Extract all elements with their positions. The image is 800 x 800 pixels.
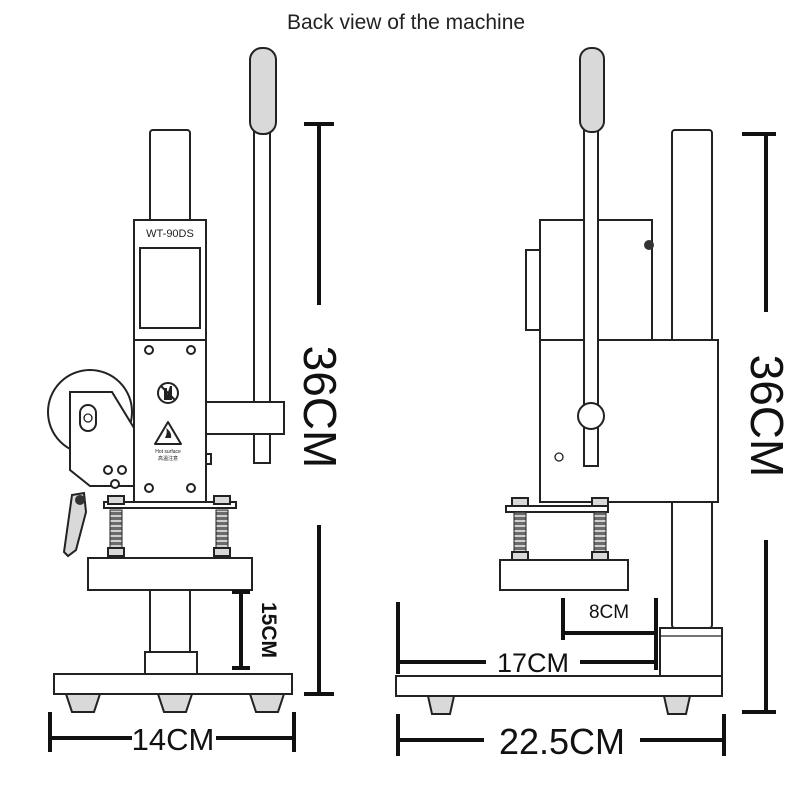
right-foot-2 xyxy=(662,695,692,715)
left-head-body xyxy=(133,339,207,503)
diagram-caption: Back view of the machine xyxy=(287,11,525,34)
right-head-side-tab xyxy=(525,249,541,331)
right-lever-handle xyxy=(579,47,605,133)
right-mid-dimension-label: 17CM xyxy=(497,648,569,678)
left-heat-platen xyxy=(87,557,253,591)
right-head-body xyxy=(539,339,719,503)
left-head-screw xyxy=(144,345,196,493)
hot-surface-warning-icon xyxy=(154,421,182,445)
right-foot-1 xyxy=(426,695,456,715)
right-inner-dimension-label: 8CM xyxy=(589,602,629,623)
hot-surface-subtext: 高温注意 xyxy=(158,455,178,462)
left-lever-handle xyxy=(249,47,277,135)
left-column-collar xyxy=(144,651,198,675)
right-total-dimension-line xyxy=(396,714,726,756)
side-view-machine xyxy=(395,47,723,715)
right-column-base xyxy=(659,627,723,677)
right-head-hole xyxy=(554,452,564,462)
left-foot-2 xyxy=(156,693,194,713)
right-height-dimension-line xyxy=(742,132,776,714)
left-head-display-window xyxy=(139,247,201,329)
right-upper-plate xyxy=(505,505,609,513)
right-heat-platen xyxy=(499,559,629,591)
right-base-plate xyxy=(395,675,723,697)
left-width-dimension-line xyxy=(48,712,296,752)
foil-roll-holder xyxy=(47,369,135,558)
left-column-upper xyxy=(149,129,191,223)
left-upper-plate xyxy=(103,501,237,509)
left-height-dimension-line xyxy=(304,122,334,696)
left-clearance-dimension-line xyxy=(232,590,250,670)
model-label: WT-90DS xyxy=(146,228,194,240)
left-side-knob xyxy=(205,453,212,465)
hot-surface-label: Hot surface xyxy=(155,449,181,455)
left-clearance-dimension-label: 15CM xyxy=(257,602,280,658)
left-height-dimension-label: 36CM xyxy=(294,346,346,469)
right-inner-dimension-line xyxy=(561,598,658,670)
back-view-machine: WT-90DS Hot surface 高温注意 xyxy=(47,47,293,713)
no-touch-icon xyxy=(157,382,179,404)
left-spring-bolt xyxy=(107,495,231,557)
left-lever-bracket xyxy=(203,401,285,435)
left-foot-1 xyxy=(64,693,102,713)
right-height-dimension-label: 36CM xyxy=(741,355,793,478)
right-total-dimension-label: 22.5CM xyxy=(499,721,625,762)
left-width-dimension-label: 14CM xyxy=(132,722,215,757)
right-mid-dimension-line xyxy=(396,602,656,674)
left-foot-3 xyxy=(248,693,286,713)
right-head-knob xyxy=(644,240,654,250)
left-base-plate xyxy=(53,673,293,695)
left-column-lower xyxy=(149,589,191,653)
right-lever-pivot xyxy=(577,402,605,430)
